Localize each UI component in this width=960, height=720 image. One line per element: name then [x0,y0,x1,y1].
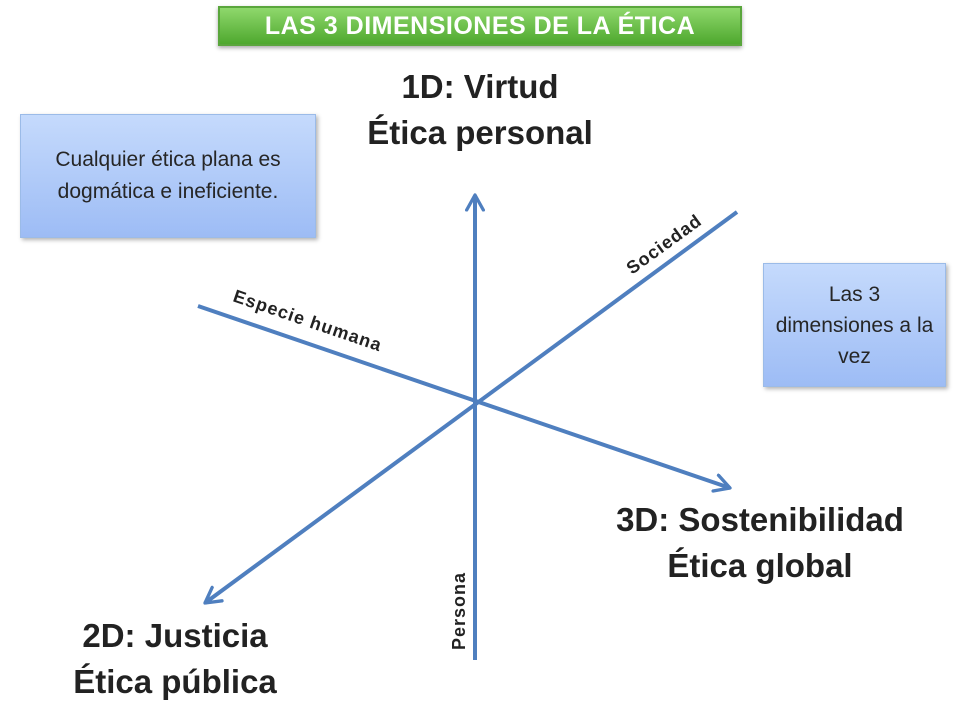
dimension-3-title: 3D: Sostenibilidad [616,501,904,538]
dimension-2-label: 2D: Justicia Ética pública [20,613,330,705]
dimension-3-label: 3D: Sostenibilidad Ética global [570,497,950,589]
axis-label-persona: Persona [449,572,469,650]
diagram-title: LAS 3 DIMENSIONES DE LA ÉTICA [264,11,696,40]
diagonal-axis-especie [197,304,732,493]
note-all-dimensions: Las 3 dimensiones a la vez [763,263,946,387]
diagonal-axis-sociedad [203,210,739,605]
dimension-2-title: 2D: Justicia [82,617,268,654]
dimension-3-subtitle: Ética global [667,547,853,584]
note-all-dimensions-text: Las 3 dimensiones a la vez [775,282,934,368]
dimension-1-subtitle: Ética personal [367,114,593,151]
note-flat-ethics-text: Cualquier ética plana es dogmática e ine… [55,148,281,203]
dimension-1-title: 1D: Virtud [401,68,559,105]
note-flat-ethics: Cualquier ética plana es dogmática e ine… [20,114,316,238]
title-banner: LAS 3 DIMENSIONES DE LA ÉTICA [218,6,742,46]
dimension-2-subtitle: Ética pública [73,663,277,700]
dimension-1-label: 1D: Virtud Ética personal [320,64,640,156]
